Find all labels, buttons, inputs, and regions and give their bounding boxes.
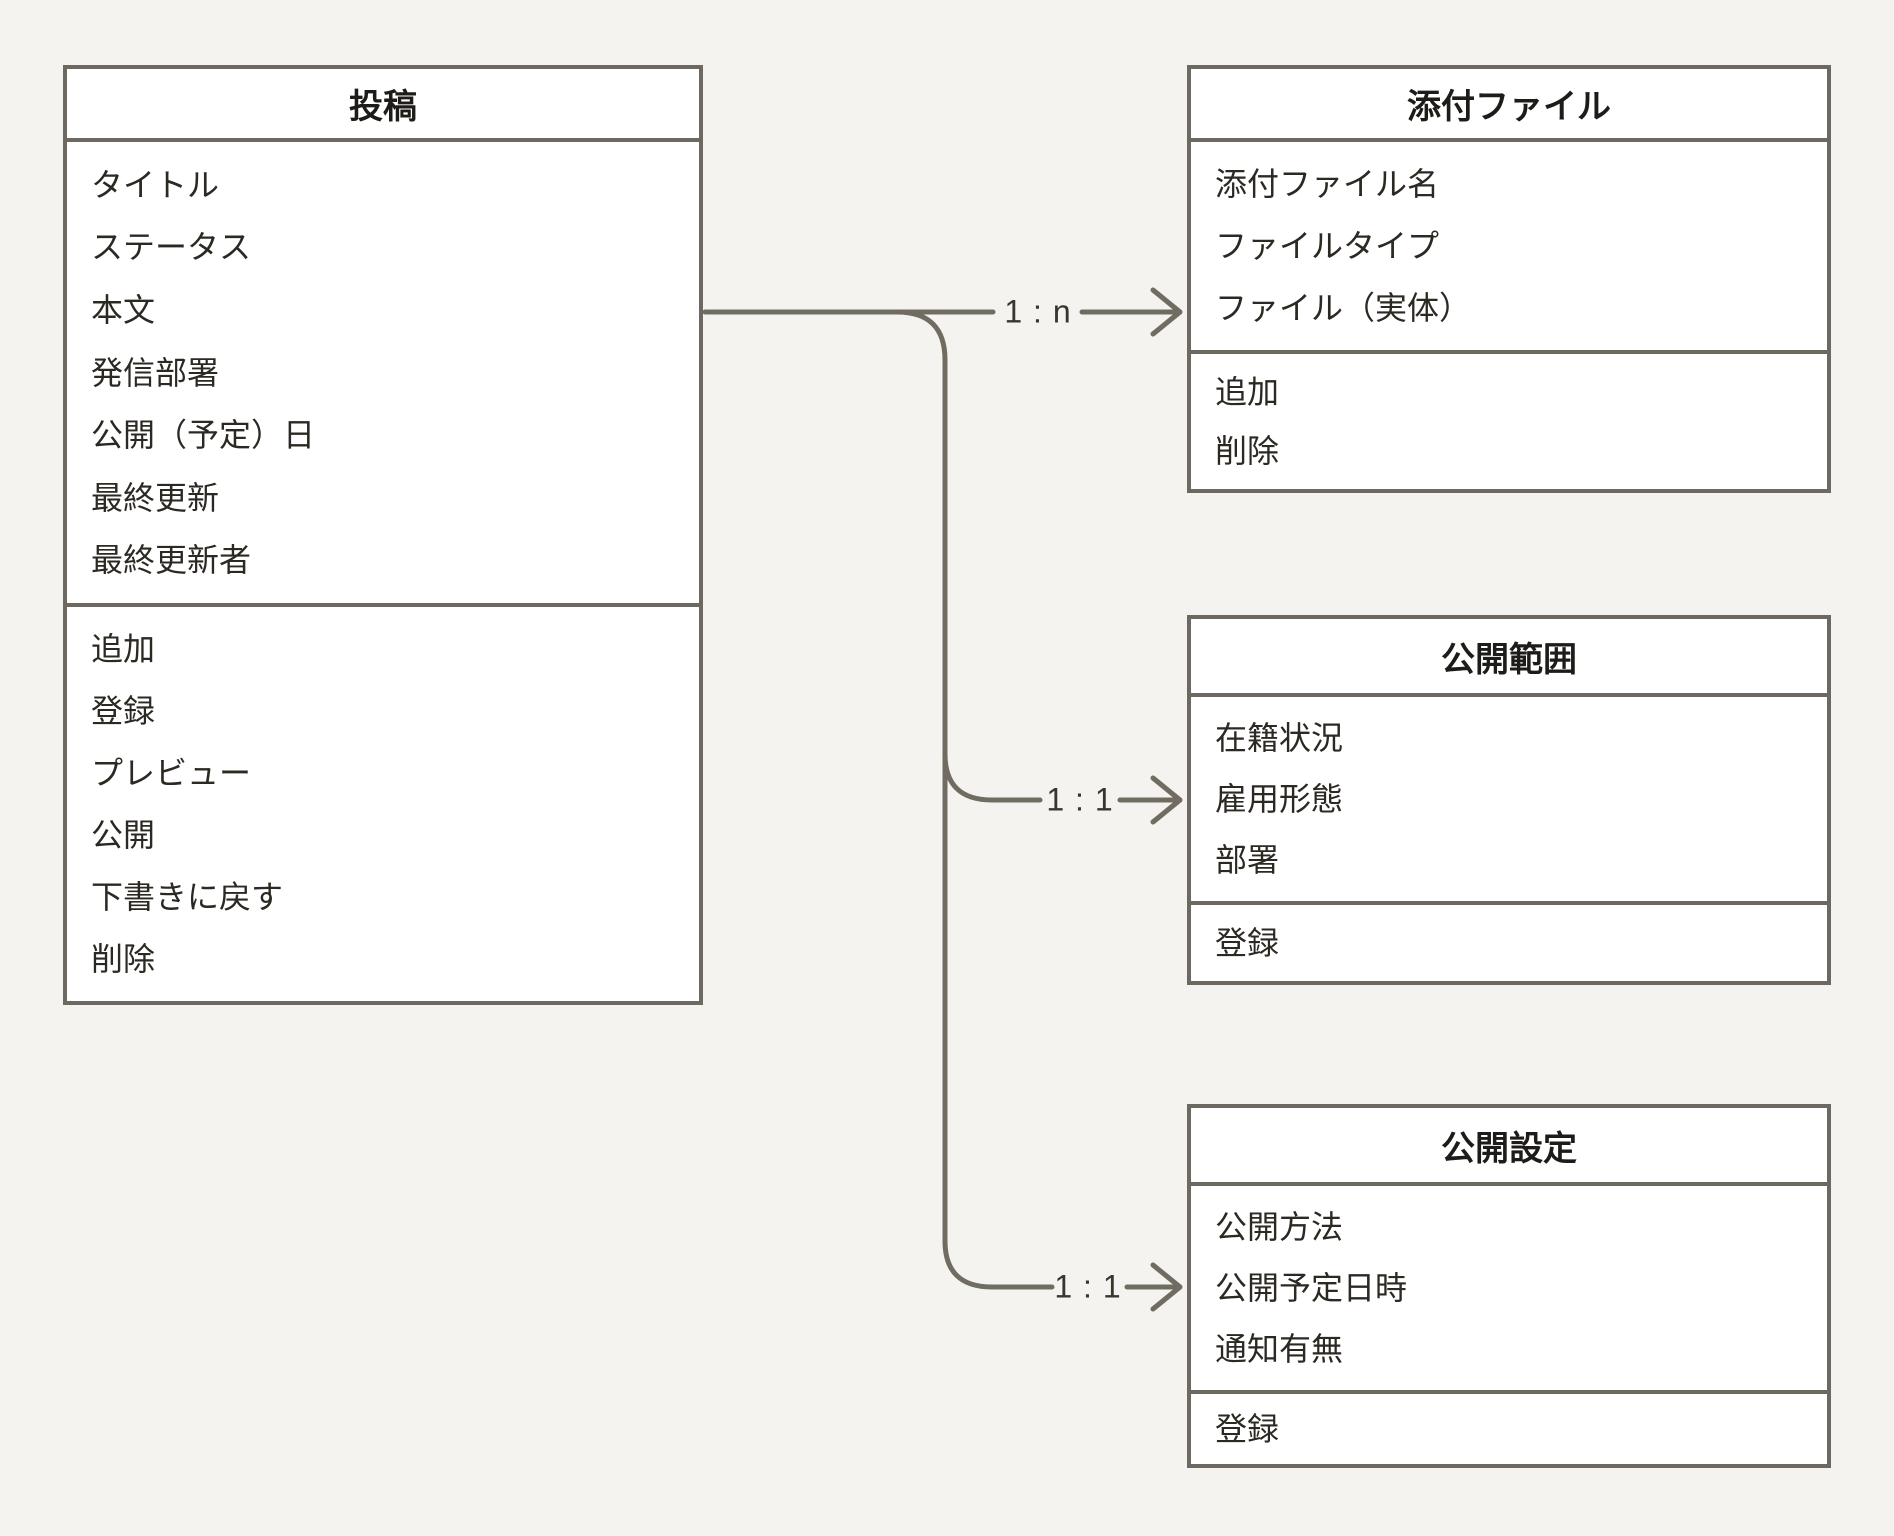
arrowhead-settings-icon: [1150, 1262, 1183, 1312]
attribute-row: 通知有無: [1215, 1331, 1344, 1367]
entity-attachment-title: 添付ファイル: [1191, 69, 1827, 142]
arrowhead-attachment-icon: [1150, 287, 1183, 337]
relationship-label-post-settings: 1 : 1: [1054, 1268, 1122, 1305]
attribute-row: 在籍状況: [1215, 720, 1344, 756]
attribute-row: ファイル（実体）: [1215, 290, 1472, 326]
relationship-label-post-scope: 1 : 1: [1046, 781, 1114, 818]
entity-attachment: 添付ファイル 添付ファイル名 ファイルタイプ ファイル（実体） 追加 削除: [1187, 65, 1831, 493]
action-row: 追加: [1215, 374, 1280, 411]
entity-post: 投稿 タイトル ステータス 本文 発信部署 公開（予定）日 最終更新 最終更新者…: [63, 65, 703, 1005]
attribute-row: 添付ファイル名: [1215, 166, 1440, 202]
action-row: 削除: [91, 941, 156, 977]
attribute-row: タイトル: [91, 166, 220, 203]
action-row: 登録: [91, 693, 156, 729]
attribute-row: 発信部署: [91, 354, 220, 391]
relationship-label-post-attachment: 1 : n: [1004, 293, 1072, 330]
attribute-row: 公開予定日時: [1215, 1270, 1408, 1306]
entity-settings-attributes: 公開方法 公開予定日時 通知有無: [1191, 1186, 1827, 1394]
attribute-row: 本文: [91, 291, 156, 328]
relationship-line-post-scope: [942, 751, 1043, 803]
action-row: 追加: [91, 631, 156, 667]
entity-scope-attributes: 在籍状況 雇用形態 部署: [1191, 697, 1827, 905]
attribute-row: 雇用形態: [1215, 781, 1344, 817]
relationship-trunk-vertical: [894, 309, 1055, 1290]
action-row: 下書きに戻す: [91, 879, 284, 915]
entity-settings: 公開設定 公開方法 公開予定日時 通知有無 登録: [1187, 1104, 1831, 1468]
action-row: 登録: [1215, 925, 1280, 961]
entity-settings-actions: 登録: [1191, 1394, 1827, 1464]
entity-settings-title: 公開設定: [1191, 1108, 1827, 1186]
action-row: 登録: [1215, 1411, 1280, 1447]
entity-post-attributes: タイトル ステータス 本文 発信部署 公開（予定）日 最終更新 最終更新者: [67, 142, 699, 607]
entity-attachment-actions: 追加 削除: [1191, 354, 1827, 489]
entity-scope-title: 公開範囲: [1191, 619, 1827, 697]
attribute-row: 公開方法: [1215, 1209, 1344, 1245]
arrowhead-scope-icon: [1150, 775, 1183, 825]
attribute-row: 最終更新: [91, 479, 220, 516]
attribute-row: 最終更新者: [91, 542, 252, 579]
action-row: 削除: [1215, 432, 1280, 469]
entity-post-title: 投稿: [67, 69, 699, 142]
entity-post-actions: 追加 登録 プレビュー 公開 下書きに戻す 削除: [67, 607, 699, 1001]
attribute-row: 部署: [1215, 842, 1280, 878]
attribute-row: ステータス: [91, 229, 252, 266]
entity-scope-actions: 登録: [1191, 905, 1827, 981]
attribute-row: ファイルタイプ: [1215, 228, 1440, 264]
attribute-row: 公開（予定）日: [91, 417, 316, 454]
entity-attachment-attributes: 添付ファイル名 ファイルタイプ ファイル（実体）: [1191, 142, 1827, 354]
action-row: 公開: [91, 817, 156, 853]
action-row: プレビュー: [91, 755, 252, 791]
entity-scope: 公開範囲 在籍状況 雇用形態 部署 登録: [1187, 615, 1831, 985]
